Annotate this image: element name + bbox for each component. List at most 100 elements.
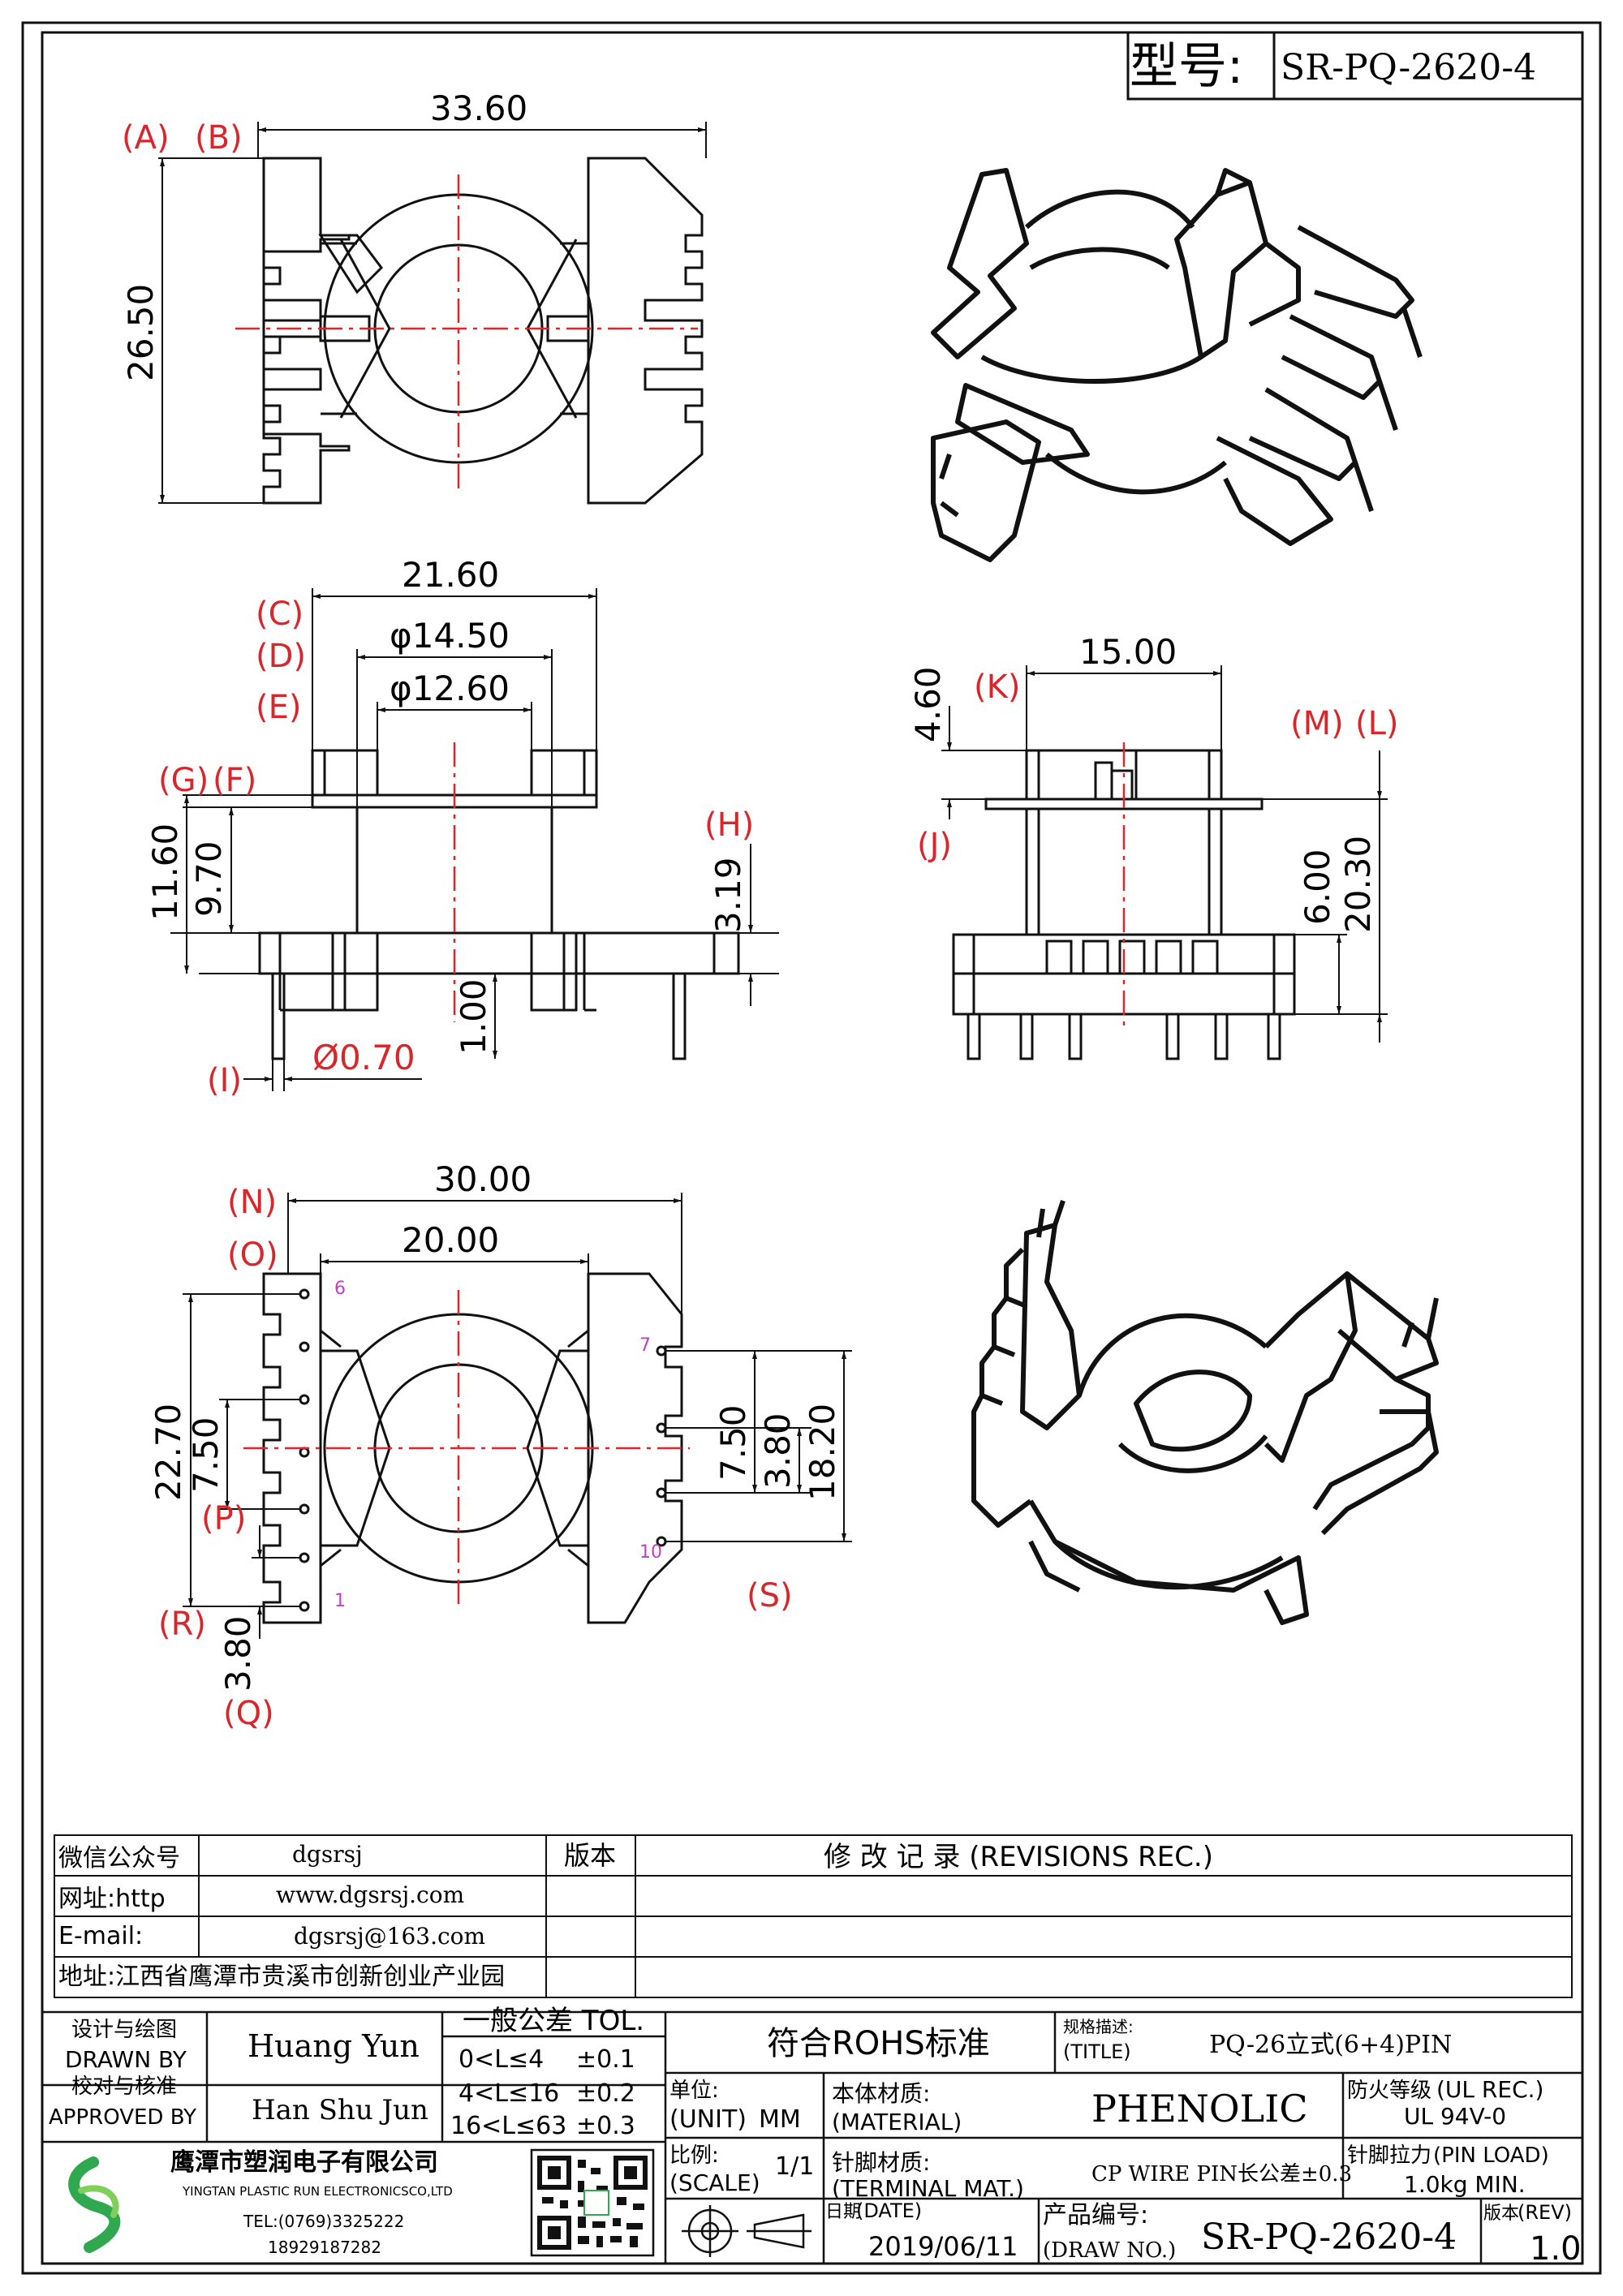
fire-value: UL 94V-0 [1404, 2103, 1506, 2130]
ref-q: (Q) [223, 1695, 274, 1732]
company-en: YINGTAN PLASTIC RUN ELECTRONICSCO,LTD [182, 2184, 453, 2199]
model-label: 型号: [1130, 38, 1243, 95]
front-dim-k: 15.00 [1079, 632, 1177, 672]
front-dim-flange: 4.60 [908, 666, 948, 742]
side-dim-d: φ14.50 [390, 616, 510, 656]
scale-value: 1/1 [775, 2152, 814, 2181]
tol-value-2: ±0.2 [576, 2079, 635, 2108]
email-label: E-mail: [58, 1922, 143, 1950]
company-tel: TEL:(0769)3325222 [243, 2212, 404, 2231]
rev-en: (REV) [1518, 2201, 1572, 2224]
company-cn: 鹰潭市塑润电子有限公司 [170, 2148, 438, 2177]
tol-title: 一般公差 TOL. [463, 2005, 644, 2037]
bottom-dim-left-h: 22.70 [149, 1404, 188, 1501]
web-value: www.dgsrsj.com [276, 1881, 464, 1908]
ref-i: (I) [207, 1062, 242, 1099]
front-dim-base: 6.00 [1298, 849, 1337, 925]
terminal-cn: 针脚材质: [832, 2149, 930, 2176]
bottom-dim-right-small: 3.80 [758, 1412, 798, 1489]
wechat-label: 微信公众号 [58, 1844, 180, 1872]
ref-n: (N) [227, 1184, 277, 1221]
ref-b: (B) [195, 119, 243, 157]
web-label: 网址:http [58, 1885, 166, 1913]
info-table [54, 1834, 1573, 1998]
top-view [262, 157, 704, 505]
top-left-comb [262, 157, 351, 505]
ref-r: (R) [158, 1606, 206, 1643]
pin-label-6: 6 [334, 1279, 346, 1299]
bottom-dim-o: 20.00 [402, 1220, 499, 1260]
terminal-value: CP WIRE PIN长公差±0.3 [1091, 2162, 1352, 2186]
title-block [41, 2010, 1584, 2265]
date-value: 2019/06/11 [868, 2231, 1018, 2262]
drawno-cn: 产品编号: [1043, 2201, 1148, 2229]
ref-s: (S) [747, 1577, 793, 1615]
projection-symbol [682, 2205, 812, 2257]
bottom-center-lines [243, 1290, 690, 1610]
rev-cn: 版本 [1483, 2204, 1519, 2224]
ref-d: (D) [256, 638, 306, 675]
ref-a: (A) [122, 119, 170, 157]
ref-g: (G) [158, 762, 209, 799]
top-right-comb [587, 157, 704, 505]
bottom-dim-right-pitch: 7.50 [713, 1404, 753, 1481]
unit-value: MM [759, 2105, 801, 2134]
approved-en: APPROVED BY [49, 2105, 196, 2130]
ref-k: (K) [974, 669, 1020, 706]
company-logo [68, 2156, 121, 2253]
bottom-dim-n: 30.00 [434, 1159, 532, 1199]
bottom-dim-right-h: 18.20 [803, 1404, 842, 1501]
load-cn: 针脚拉力 [1347, 2143, 1431, 2168]
drawno-en: (DRAW NO.) [1043, 2238, 1176, 2263]
rev-value: 1.0 [1530, 2230, 1582, 2268]
side-dim-e: φ12.60 [390, 669, 510, 708]
scale-en: (SCALE) [669, 2169, 760, 2196]
top-dim-height: 26.50 [121, 284, 161, 381]
side-dims [170, 588, 779, 1091]
load-en: (PIN LOAD) [1433, 2143, 1549, 2168]
ref-e: (E) [256, 689, 301, 726]
wechat-value: dgsrsj [292, 1841, 363, 1868]
spec-en: (TITLE) [1063, 2040, 1131, 2063]
revisions-title: 修 改 记 录 (REVISIONS REC.) [824, 1841, 1213, 1873]
email-value: dgsrsj@163.com [294, 1923, 485, 1950]
top-dim-width: 33.60 [430, 88, 527, 128]
bottom-left-comb [262, 1272, 322, 1624]
iso-view-bottom [971, 1200, 1439, 1625]
front-dim-total: 20.30 [1338, 836, 1378, 933]
side-dim-pin-len: 1.00 [454, 978, 493, 1055]
spec-cn: 规格描述: [1063, 2017, 1134, 2036]
model-box: 型号: SR-PQ-2620-4 [1126, 31, 1584, 101]
material-en: (MATERIAL) [832, 2109, 962, 2135]
tol-range-2: 4<L≤16 [458, 2079, 559, 2108]
drawn-cn: 设计与绘图 [71, 2018, 177, 2042]
company-phone: 18929187282 [268, 2238, 381, 2257]
terminal-en: (TERMINAL MAT.) [832, 2175, 1024, 2202]
ref-p: (P) [201, 1500, 246, 1537]
tol-range-1: 0<L≤4 [458, 2045, 544, 2074]
unit-cn: 单位: [669, 2079, 719, 2103]
date-cn: 日期 [825, 2202, 861, 2222]
ref-m: (M) [1290, 705, 1344, 742]
side-dim-total-h: 11.60 [145, 823, 185, 921]
front-view [952, 749, 1296, 1060]
fire-en: (UL REC.) [1436, 2076, 1543, 2103]
qr-code [537, 2156, 648, 2250]
load-value: 1.0kg MIN. [1404, 2171, 1526, 2198]
top-center-lines [235, 174, 698, 495]
material-cn: 本体材质: [832, 2080, 930, 2107]
approved-cn: 校对与核准 [71, 2075, 177, 2099]
ref-f: (F) [213, 762, 256, 799]
version-label: 版本 [564, 1840, 616, 1871]
bottom-dims [183, 1193, 852, 1639]
pin-label-7: 7 [639, 1335, 651, 1356]
front-dims [941, 665, 1388, 1043]
fire-cn: 防火等级 [1347, 2079, 1431, 2103]
date-en: (DATE) [856, 2199, 922, 2222]
side-view [258, 749, 740, 1060]
ref-l: (L) [1355, 705, 1399, 742]
side-dim-pin-dia: Ø0.70 [312, 1038, 415, 1077]
bottom-dim-left-pitch: 7.50 [186, 1417, 226, 1493]
ref-h: (H) [704, 806, 754, 844]
tol-value-1: ±0.1 [576, 2045, 635, 2074]
